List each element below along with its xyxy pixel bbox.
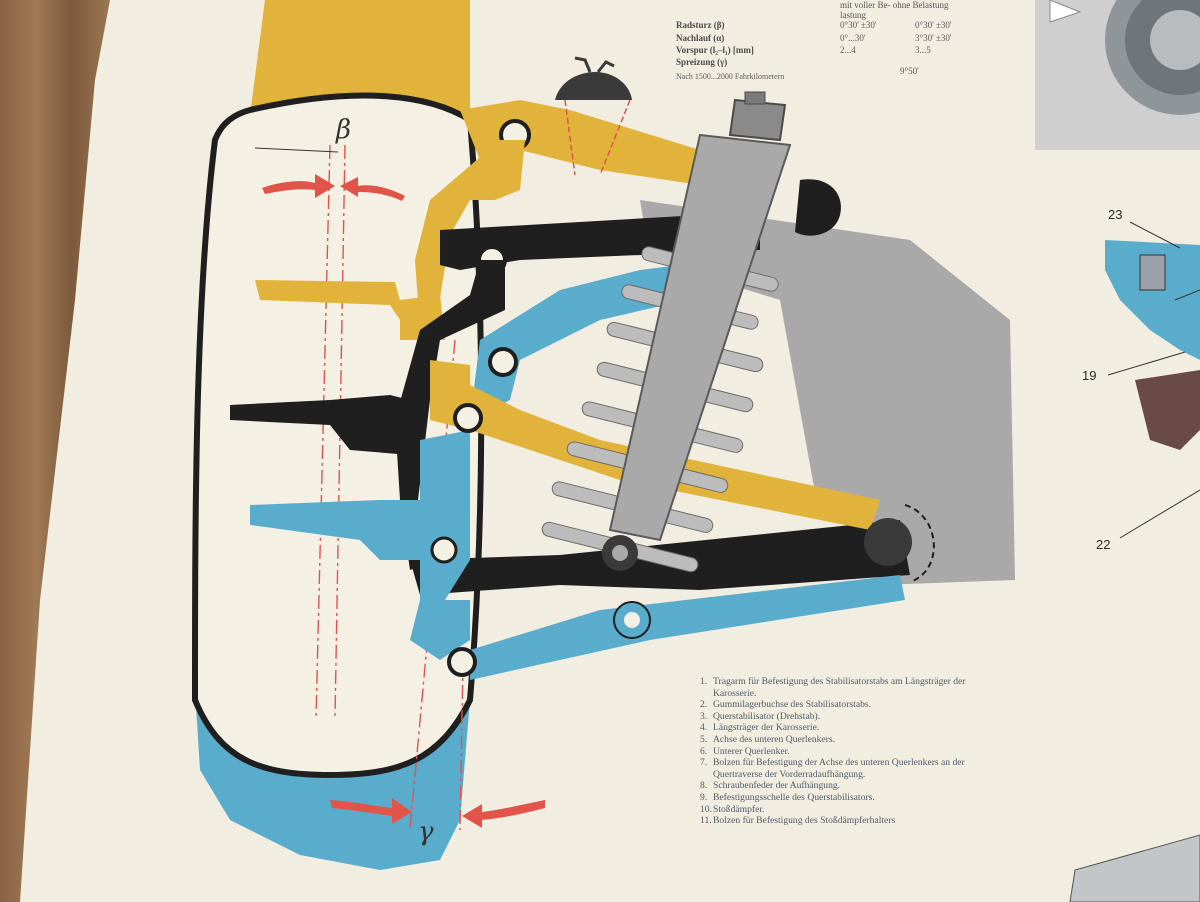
rubber-bump-stop bbox=[555, 72, 632, 100]
legend-item: 9.Befestigungsschelle des Querstabilisat… bbox=[700, 791, 875, 803]
legend-item: 7.Bolzen für Befestigung der Achse des u… bbox=[700, 757, 965, 780]
black-knuckle-link bbox=[395, 260, 505, 570]
callout-19: 19 bbox=[1082, 368, 1097, 383]
legend-item: 6.Unterer Querlenker. bbox=[700, 745, 790, 757]
spec-row: Vorspur (l₂–l₁) [mm] bbox=[676, 45, 754, 55]
yellow-stub-axle bbox=[255, 280, 445, 340]
lower-arm-pivot-bolt bbox=[864, 518, 912, 566]
black-hub bbox=[230, 395, 410, 455]
spec-row: Spreizung (γ) bbox=[676, 57, 728, 67]
spec-footnote: Nach 1500...2000 Fahrkilometern bbox=[676, 72, 785, 81]
arrow-right-icon bbox=[330, 798, 412, 824]
black-bushing bbox=[795, 179, 841, 236]
yellow-lower-wishbone bbox=[430, 360, 880, 530]
camber-arrows bbox=[262, 174, 545, 828]
blue-stub-axle bbox=[250, 500, 420, 560]
inset-hub-detail bbox=[1069, 240, 1200, 902]
beta-label: β bbox=[335, 115, 351, 145]
upper-mount-yellow bbox=[250, 0, 470, 125]
inset-brake-drum bbox=[1035, 0, 1200, 150]
callout-23: 23 bbox=[1108, 207, 1123, 222]
arrow-right-icon bbox=[262, 174, 335, 198]
legend-item: 8.Schraubenfeder der Aufhängung. bbox=[700, 780, 841, 792]
parts-legend: 1.Tragarm für Befestigung des Stabilisat… bbox=[700, 676, 1000, 827]
arrow-left-icon bbox=[462, 800, 545, 828]
legend-item: 3.Querstabilisator (Drehstab). bbox=[700, 710, 821, 722]
callout-22: 22 bbox=[1096, 537, 1111, 552]
spec-row: Nachlauf (α) bbox=[676, 33, 725, 43]
spec-table-header: mit voller Be- ohne Belastung lastung bbox=[840, 0, 949, 20]
steering-knuckle-yellow bbox=[415, 140, 525, 330]
lower-control-arm bbox=[470, 575, 905, 680]
legend-item: 5.Achse des unteren Querlenkers. bbox=[700, 733, 836, 745]
shock-absorber bbox=[602, 91, 792, 571]
arrow-left-icon bbox=[340, 177, 405, 201]
spec-row: Radsturz (β) bbox=[676, 20, 725, 30]
gamma-label: γ bbox=[418, 817, 434, 847]
legend-item: 2.Gummilagerbuchse des Stabilisatorstabs… bbox=[700, 699, 872, 711]
lower-ball-joint bbox=[447, 647, 477, 677]
legend-item: 1.Tragarm für Befestigung des Stabilisat… bbox=[700, 676, 966, 699]
beta-leader-line bbox=[254, 147, 339, 153]
legend-item: 10.Stoßdämpfer. bbox=[700, 803, 765, 815]
legend-item: 11.Bolzen für Befestigung des Stoßdämpfe… bbox=[700, 815, 896, 827]
legend-item: 4.Längsträger der Karosserie. bbox=[700, 722, 820, 734]
body-side-member bbox=[640, 200, 1015, 585]
